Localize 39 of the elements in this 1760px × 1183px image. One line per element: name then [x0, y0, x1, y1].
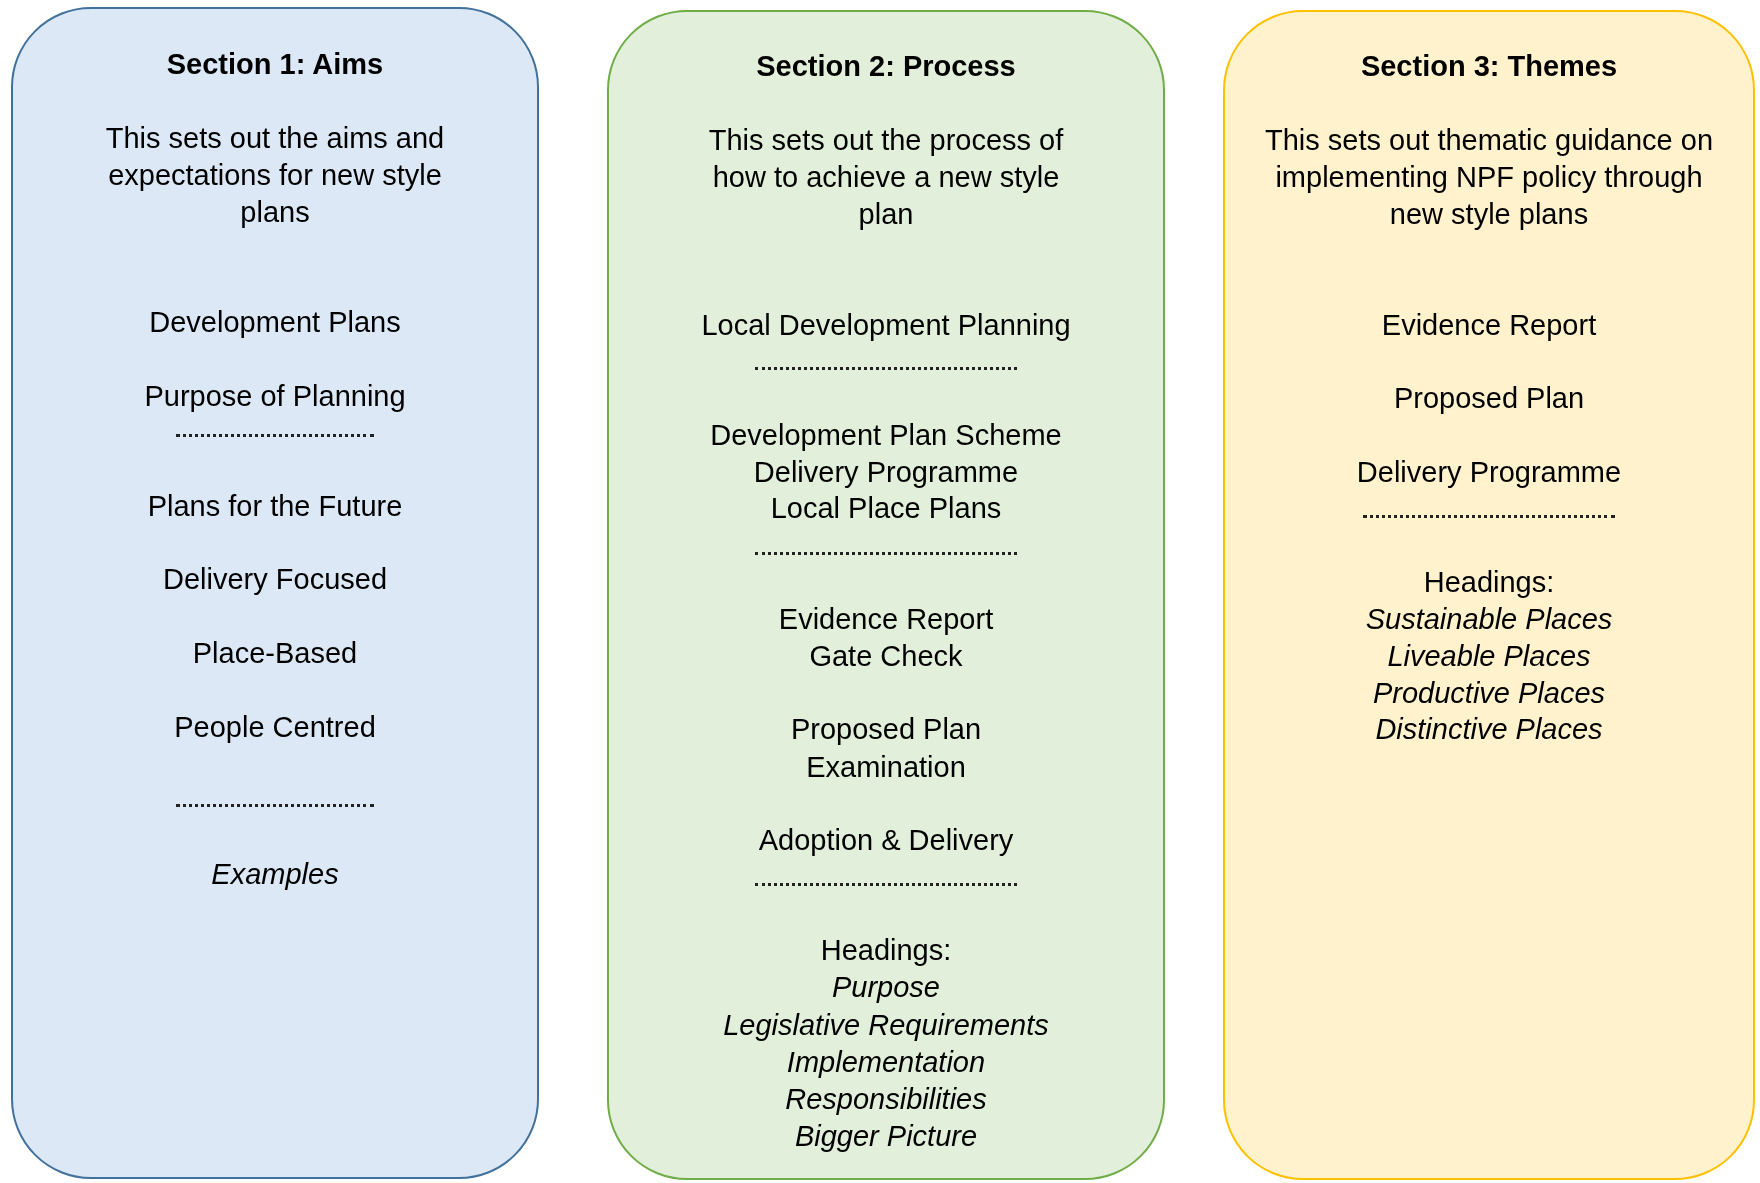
- section-title: Section 1: Aims: [165, 47, 385, 82]
- item-text: Delivery Focused: [162, 562, 388, 597]
- item-text: Headings:: [1422, 565, 1556, 600]
- item-text: Bigger Picture: [793, 1119, 979, 1154]
- item-text: Examination: [805, 750, 967, 785]
- item-text: Purpose: [831, 970, 941, 1005]
- item-text: Delivery Programme: [752, 455, 1020, 490]
- item-text: Legislative Requirements: [722, 1008, 1050, 1043]
- section-panel: [11, 7, 539, 1179]
- item-text: Proposed Plan: [789, 712, 983, 747]
- item-text: Development Plan Scheme: [709, 418, 1063, 453]
- item-text: Evidence Report: [777, 602, 995, 637]
- section-title: Section 2: Process: [755, 49, 1017, 84]
- item-text: Delivery Programme: [1355, 455, 1623, 490]
- item-text: Plans for the Future: [146, 489, 404, 524]
- item-text: Gate Check: [808, 639, 964, 674]
- section-panel: [1223, 10, 1755, 1180]
- section-panel: [607, 10, 1165, 1180]
- section-title: Section 3: Themes: [1359, 49, 1619, 84]
- item-text: Proposed Plan: [1392, 381, 1586, 416]
- item-text: Place-Based: [191, 636, 359, 671]
- item-text: Local Development Planning: [700, 308, 1072, 343]
- item-text: Responsibilities: [784, 1082, 988, 1117]
- section-description: This sets out the aims and expectations for new style plans: [104, 121, 446, 230]
- item-text: Development Plans: [148, 305, 402, 340]
- item-text: Liveable Places: [1386, 639, 1592, 674]
- item-text: Implementation: [785, 1045, 987, 1080]
- item-text: Headings:: [819, 933, 953, 968]
- item-text: Examples: [210, 857, 340, 892]
- section-description: This sets out thematic guidance on implementing NPF policy through new style plans: [1263, 123, 1715, 232]
- item-text: Local Place Plans: [769, 491, 1003, 526]
- item-text: People Centred: [173, 710, 377, 745]
- item-text: Evidence Report: [1380, 308, 1598, 343]
- item-text: Adoption & Delivery: [757, 823, 1015, 858]
- item-text: Purpose of Planning: [143, 379, 407, 414]
- item-text: Productive Places: [1371, 676, 1607, 711]
- item-text: Distinctive Places: [1374, 712, 1604, 747]
- item-text: Sustainable Places: [1364, 602, 1614, 637]
- section-description: This sets out the process of how to achieve a new style plan: [707, 123, 1065, 232]
